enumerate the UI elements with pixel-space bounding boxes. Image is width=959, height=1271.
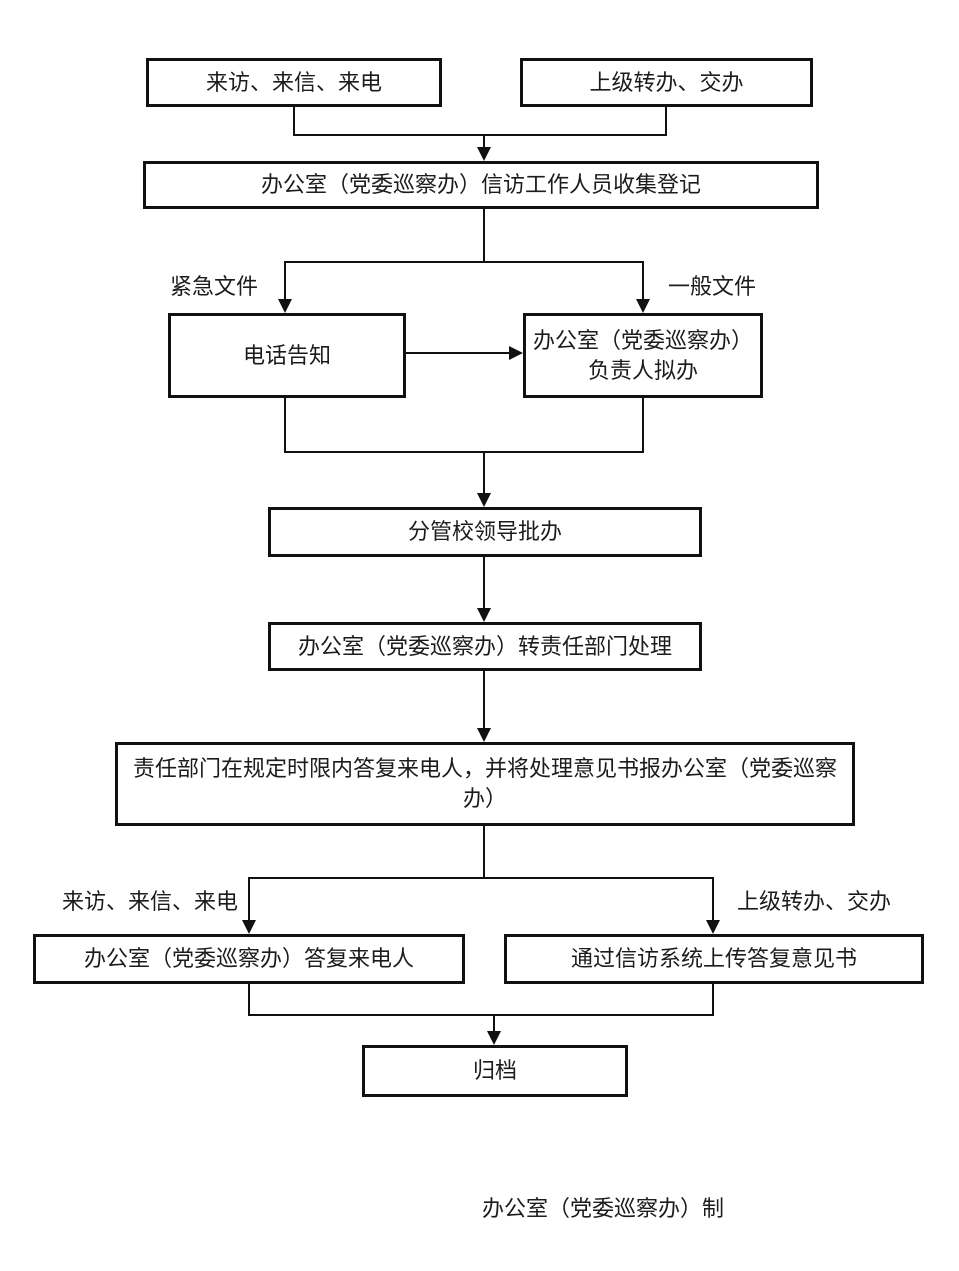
arrowhead-down-icon bbox=[477, 608, 491, 622]
arrowhead-down-icon bbox=[477, 728, 491, 742]
connector-line bbox=[712, 984, 714, 1016]
node-reply-caller: 办公室（党委巡察办）答复来电人 bbox=[33, 934, 465, 984]
node-phone-notify: 电话告知 bbox=[168, 313, 406, 398]
node-archive: 归档 bbox=[362, 1045, 628, 1097]
connector-line bbox=[642, 397, 644, 453]
arrowhead-down-icon bbox=[706, 920, 720, 934]
edge-label-superior-transfer: 上级转办、交办 bbox=[737, 889, 892, 914]
connector-line bbox=[642, 263, 644, 301]
connector-line bbox=[483, 209, 485, 263]
connector-line bbox=[483, 556, 485, 610]
edge-label-urgent: 紧急文件 bbox=[170, 274, 259, 299]
node-collect-register: 办公室（党委巡察办）信访工作人员收集登记 bbox=[143, 161, 819, 209]
connector-line bbox=[483, 134, 485, 150]
connector-line bbox=[493, 1016, 495, 1034]
arrowhead-down-icon bbox=[487, 1031, 501, 1045]
node-director-draft: 办公室（党委巡察办）负责人拟办 bbox=[523, 313, 763, 398]
arrowhead-down-icon bbox=[636, 299, 650, 313]
edge-label-visit-letter-call: 来访、来信、来电 bbox=[62, 889, 239, 914]
connector-line bbox=[293, 107, 295, 136]
connector-line bbox=[293, 134, 667, 136]
node-dept-reply: 责任部门在规定时限内答复来电人，并将处理意见书报办公室（党委巡察办） bbox=[115, 742, 855, 826]
connector-line bbox=[284, 263, 286, 301]
node-leader-approval: 分管校领导批办 bbox=[268, 507, 702, 557]
node-superior-transfer: 上级转办、交办 bbox=[520, 58, 813, 107]
node-visit-letter-call: 来访、来信、来电 bbox=[146, 58, 442, 107]
arrowhead-down-icon bbox=[477, 147, 491, 161]
connector-line bbox=[248, 879, 250, 921]
arrowhead-down-icon bbox=[242, 920, 256, 934]
connector-line bbox=[483, 670, 485, 730]
connector-line bbox=[665, 107, 667, 136]
connector-line bbox=[483, 453, 485, 495]
connector-line bbox=[712, 879, 714, 921]
node-transfer-dept: 办公室（党委巡察办）转责任部门处理 bbox=[268, 622, 702, 671]
edge-label-general: 一般文件 bbox=[668, 274, 757, 299]
node-upload-reply: 通过信访系统上传答复意见书 bbox=[504, 934, 924, 984]
connector-line bbox=[248, 984, 250, 1016]
connector-line bbox=[248, 877, 714, 879]
connector-line bbox=[284, 451, 644, 453]
arrowhead-down-icon bbox=[477, 493, 491, 507]
connector-line bbox=[248, 1014, 714, 1016]
arrowhead-right-icon bbox=[509, 346, 523, 360]
arrowhead-down-icon bbox=[278, 299, 292, 313]
credit-line: 办公室（党委巡察办）制 bbox=[482, 1196, 725, 1221]
connector-line bbox=[405, 352, 511, 354]
connector-line bbox=[284, 397, 286, 453]
connector-line bbox=[284, 261, 644, 263]
connector-line bbox=[483, 825, 485, 879]
